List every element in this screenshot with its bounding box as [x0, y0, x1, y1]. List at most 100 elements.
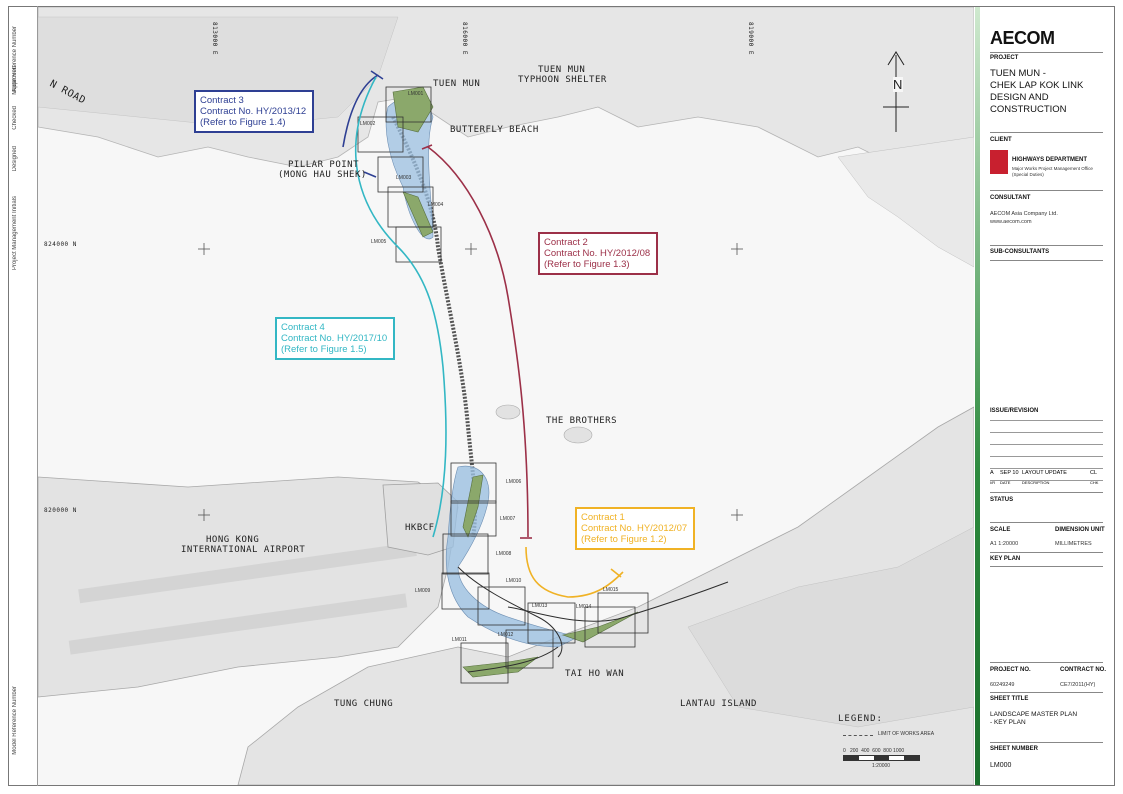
- scale-ratio: 1:20000: [872, 763, 891, 769]
- place-butterfly-beach: BUTTERFLY BEACH: [450, 125, 539, 135]
- north-arrow-label: N: [893, 77, 903, 92]
- sheet-label[interactable]: LM009: [415, 588, 431, 594]
- place-pillar-point: PILLAR POINT: [288, 160, 360, 170]
- strip-text: Designed: [12, 146, 18, 172]
- contract-3-callout[interactable]: Contract 3 Contract No. HY/2013/12 (Refe…: [194, 90, 314, 133]
- contract-reference: (Refer to Figure 1.5): [281, 344, 367, 355]
- sheet-label[interactable]: LM002: [360, 121, 376, 127]
- sheet-label[interactable]: LM007: [500, 516, 516, 522]
- place-tung-chung: TUNG CHUNG: [334, 699, 394, 709]
- dimension-unit-value: MILLIMETRES: [1055, 541, 1092, 547]
- rev-header: DATE: [1000, 480, 1011, 485]
- rev-header: CHK: [1090, 480, 1099, 485]
- contract-number: Contract No. HY/2012/07: [581, 523, 688, 534]
- contract-title: Contract 1: [581, 512, 625, 523]
- drawing-sheet-border: [8, 6, 1115, 786]
- dimension-unit-label: DIMENSION UNIT: [1055, 527, 1105, 533]
- rev-check: CL: [1090, 470, 1098, 476]
- client-label: CLIENT: [990, 137, 1012, 143]
- contract-title: Contract 2: [544, 237, 588, 248]
- sheet-label[interactable]: LM001: [408, 91, 424, 97]
- scale-ticks: 0 200 400 600 800 1000: [843, 748, 905, 754]
- contract-1-callout[interactable]: Contract 1 Contract No. HY/2012/07 (Refe…: [575, 507, 695, 550]
- legend-line-sample: [843, 735, 873, 736]
- sheet-title-line: - KEY PLAN: [990, 719, 1026, 726]
- strip-text: Approved: [12, 66, 18, 92]
- contract-title: Contract 4: [281, 322, 325, 333]
- contract-reference: (Refer to Figure 1.2): [581, 534, 667, 545]
- grid-label-top: 816000 E: [460, 22, 468, 55]
- contract-number: Contract No. HY/2012/08: [544, 248, 651, 259]
- title-block: [975, 7, 1114, 785]
- contract-number: Contract No. HY/2017/10: [281, 333, 388, 344]
- project-line: DESIGN AND: [990, 92, 1049, 103]
- legend-item-label: LIMIT OF WORKS AREA: [878, 731, 935, 737]
- sheet-label[interactable]: LM013: [532, 603, 548, 609]
- sheet-label[interactable]: LM004: [428, 202, 444, 208]
- rev-header: I/R: [990, 480, 996, 485]
- subconsultants-label: SUB-CONSULTANTS: [990, 249, 1050, 255]
- sheet-label[interactable]: LM008: [496, 551, 512, 557]
- client-sub: (Special Duties): [1012, 172, 1044, 177]
- project-title: TUEN MUN - CHEK LAP KOK LINK DESIGN AND …: [990, 68, 1083, 116]
- scale-value: A1 1:20000: [990, 541, 1019, 547]
- contract-no-label: CONTRACT NO.: [1060, 667, 1106, 673]
- consultant-label: CONSULTANT: [990, 195, 1031, 201]
- place-lantau-island: LANTAU ISLAND: [680, 699, 757, 709]
- grid-label-left: 824000 N: [44, 241, 77, 248]
- sheet-label[interactable]: LM005: [371, 239, 387, 245]
- rev-id: A: [990, 470, 994, 476]
- project-line: TUEN MUN -: [990, 68, 1046, 79]
- grid-label-top: 813000 E: [210, 22, 218, 55]
- project-line: CONSTRUCTION: [990, 104, 1067, 115]
- client-sub: Major Works Project Management Office: [1012, 166, 1093, 171]
- title-block-accent-bar: [975, 7, 980, 785]
- contract-reference: (Refer to Figure 1.4): [200, 117, 286, 128]
- contract-2-callout[interactable]: Contract 2 Contract No. HY/2012/08 (Refe…: [538, 232, 658, 275]
- issue-revision-label: ISSUE/REVISION: [990, 408, 1039, 414]
- project-line: CHEK LAP KOK LINK: [990, 80, 1084, 91]
- place-hkbcf: HKBCF: [405, 523, 435, 533]
- strip-text: Checked: [12, 106, 18, 130]
- rev-description: LAYOUT UPDATE: [1022, 470, 1067, 476]
- place-tuen-mun: TUEN MUN: [433, 79, 481, 89]
- strip-text: Model Reference Number: [12, 686, 18, 755]
- legend-title: LEGEND:: [838, 714, 883, 724]
- contract-no-value: CE7/2011(HY): [1060, 682, 1096, 688]
- sheet-label[interactable]: LM006: [506, 479, 522, 485]
- rev-header: DESCRIPTION: [1022, 480, 1050, 485]
- grid-label-left: 820000 N: [44, 507, 77, 514]
- place-tai-ho-wan: TAI HO WAN: [565, 669, 625, 679]
- left-info-strip: Model Reference Number Project Managemen…: [8, 6, 38, 786]
- sheet-label[interactable]: LM014: [576, 604, 592, 610]
- place-hkia: INTERNATIONAL AIRPORT: [181, 545, 306, 555]
- sheet-label[interactable]: LM015: [603, 587, 619, 593]
- aecom-logo: AECOM: [990, 28, 1055, 48]
- place-typhoon-shelter: TYPHOON SHELTER: [518, 75, 607, 85]
- contract-4-callout[interactable]: Contract 4 Contract No. HY/2017/10 (Refe…: [275, 317, 395, 360]
- north-arrow-graphic: [883, 51, 909, 132]
- contract-number: Contract No. HY/2013/12: [200, 106, 307, 117]
- key-plan-map[interactable]: TUEN MUN TUEN MUN TYPHOON SHELTER BUTTER…: [38, 7, 974, 785]
- scale-label: SCALE: [990, 527, 1011, 533]
- sheet-title-line: LANDSCAPE MASTER PLAN: [990, 711, 1078, 718]
- map-graphics: [38, 7, 974, 785]
- place-pillar-point: (MONG HAU SHEK): [278, 170, 367, 180]
- sheet-label[interactable]: LM003: [396, 175, 412, 181]
- client-name: HIGHWAYS DEPARTMENT: [1012, 157, 1088, 163]
- sheet-label[interactable]: LM012: [498, 632, 514, 638]
- sheet-number-value: LM000: [990, 762, 1012, 769]
- sheet-label[interactable]: LM010: [506, 578, 522, 584]
- key-plan-label: KEY PLAN: [990, 556, 1021, 562]
- revision-table: A SEP 10 LAYOUT UPDATE CL I/R DATE DESCR…: [990, 420, 1103, 486]
- scale-bar: [843, 755, 920, 761]
- status-label: STATUS: [990, 497, 1014, 503]
- contract-reference: (Refer to Figure 1.3): [544, 259, 630, 270]
- sheet-number-label: SHEET NUMBER: [990, 746, 1039, 752]
- sheet-label[interactable]: LM011: [452, 637, 467, 643]
- grid-crosses: [198, 243, 743, 521]
- place-typhoon-shelter: TUEN MUN: [538, 65, 586, 75]
- contract-title: Contract 3: [200, 95, 244, 106]
- project-no-label: PROJECT NO.: [990, 667, 1031, 673]
- consultant-website: www.aecom.com: [990, 219, 1032, 225]
